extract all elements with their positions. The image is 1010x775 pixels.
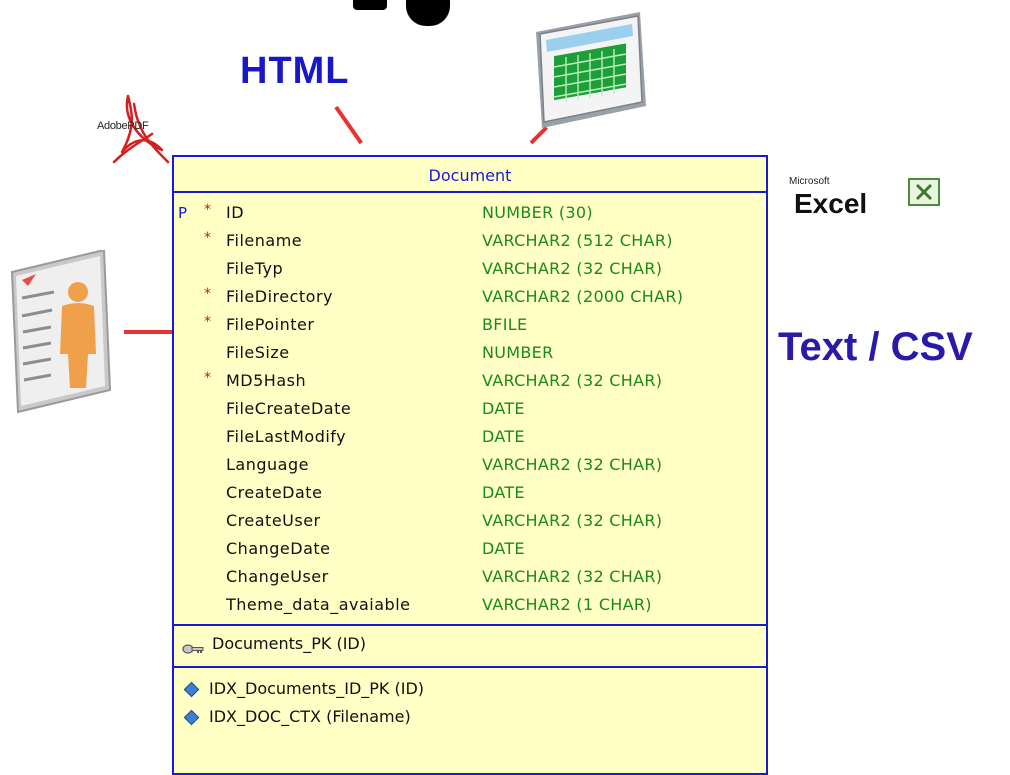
required-marker: * xyxy=(204,314,211,330)
column-row[interactable]: ChangeDate DATE xyxy=(174,535,766,563)
column-row[interactable]: Theme_data_avaiable VARCHAR2 (1 CHAR) xyxy=(174,591,766,619)
required-marker: * xyxy=(204,370,211,386)
column-type: VARCHAR2 (32 CHAR) xyxy=(482,567,663,586)
text-csv-label: Text / CSV xyxy=(778,325,973,369)
column-name: FileSize xyxy=(226,343,290,362)
connector-html xyxy=(334,105,363,145)
column-row[interactable]: Language VARCHAR2 (32 CHAR) xyxy=(174,451,766,479)
column-row[interactable]: * MD5Hash VARCHAR2 (32 CHAR) xyxy=(174,367,766,395)
document-file-icon xyxy=(6,248,116,415)
column-name: MD5Hash xyxy=(226,371,307,390)
column-name: CreateDate xyxy=(226,483,323,502)
cropped-heading-fragment xyxy=(406,0,450,26)
required-marker: * xyxy=(204,286,211,302)
column-type: DATE xyxy=(482,399,525,418)
entity-title: Document xyxy=(174,157,766,193)
column-row[interactable]: FileLastModify DATE xyxy=(174,423,766,451)
column-type: VARCHAR2 (32 CHAR) xyxy=(482,371,663,390)
column-name: FileCreateDate xyxy=(226,399,352,418)
column-type: NUMBER (30) xyxy=(482,203,593,222)
connector-document xyxy=(124,330,172,334)
column-type: VARCHAR2 (2000 CHAR) xyxy=(482,287,684,306)
document-entity[interactable]: Document P * ID NUMBER (30) * Filename V… xyxy=(172,155,768,775)
column-name: FileDirectory xyxy=(226,287,334,306)
excel-logo: Microsoft Excel xyxy=(786,172,966,232)
column-name: FilePointer xyxy=(226,315,315,334)
column-type: NUMBER xyxy=(482,343,554,362)
column-type: VARCHAR2 (32 CHAR) xyxy=(482,259,663,278)
column-row[interactable]: CreateUser VARCHAR2 (32 CHAR) xyxy=(174,507,766,535)
html-label: HTML xyxy=(240,50,350,92)
column-row[interactable]: * FileDirectory VARCHAR2 (2000 CHAR) xyxy=(174,283,766,311)
index-section: IDX_Documents_ID_PK (ID) IDX_DOC_CTX (Fi… xyxy=(174,675,766,731)
column-row[interactable]: P * ID NUMBER (30) xyxy=(174,199,766,227)
index-label: IDX_DOC_CTX (Filename) xyxy=(209,707,411,726)
adobe-pdf-label: AdobePDF xyxy=(97,120,149,132)
key-icon xyxy=(182,639,204,654)
column-name: Filename xyxy=(226,231,303,250)
column-name: ChangeDate xyxy=(226,539,331,558)
column-type: VARCHAR2 (1 CHAR) xyxy=(482,595,652,614)
column-row[interactable]: CreateDate DATE xyxy=(174,479,766,507)
cropped-heading-fragment xyxy=(353,0,387,10)
index-row[interactable]: IDX_Documents_ID_PK (ID) xyxy=(174,675,766,703)
index-row[interactable]: IDX_DOC_CTX (Filename) xyxy=(174,703,766,731)
column-row[interactable]: FileTyp VARCHAR2 (32 CHAR) xyxy=(174,255,766,283)
required-marker: * xyxy=(204,230,211,246)
entity-columns: P * ID NUMBER (30) * Filename VARCHAR2 (… xyxy=(174,199,766,619)
column-name: ID xyxy=(226,203,245,222)
column-name: Theme_data_avaiable xyxy=(226,595,411,614)
spreadsheet-icon xyxy=(532,10,650,130)
column-row[interactable]: * FilePointer BFILE xyxy=(174,311,766,339)
primary-key-row[interactable]: Documents_PK (ID) xyxy=(182,633,366,655)
required-marker: * xyxy=(204,202,211,218)
column-type: VARCHAR2 (32 CHAR) xyxy=(482,455,663,474)
column-name: CreateUser xyxy=(226,511,321,530)
primary-key-label: Documents_PK (ID) xyxy=(212,634,366,653)
column-name: Language xyxy=(226,455,309,474)
column-type: VARCHAR2 (32 CHAR) xyxy=(482,511,663,530)
excel-logo-vendor: Microsoft xyxy=(789,176,830,187)
primary-key-section: Documents_PK (ID) xyxy=(174,624,766,668)
excel-logo-wordmark: Excel xyxy=(794,188,868,219)
column-type: DATE xyxy=(482,539,525,558)
adobe-pdf-icon: AdobePDF xyxy=(92,92,182,172)
column-type: DATE xyxy=(482,427,525,446)
index-label: IDX_Documents_ID_PK (ID) xyxy=(209,679,425,698)
column-type: VARCHAR2 (512 CHAR) xyxy=(482,231,673,250)
column-name: FileLastModify xyxy=(226,427,347,446)
index-diamond-icon xyxy=(183,681,200,698)
column-type: DATE xyxy=(482,483,525,502)
column-row[interactable]: * Filename VARCHAR2 (512 CHAR) xyxy=(174,227,766,255)
column-row[interactable]: ChangeUser VARCHAR2 (32 CHAR) xyxy=(174,563,766,591)
primary-key-marker: P xyxy=(178,204,188,222)
column-type: BFILE xyxy=(482,315,528,334)
column-row[interactable]: FileCreateDate DATE xyxy=(174,395,766,423)
column-row[interactable]: FileSize NUMBER xyxy=(174,339,766,367)
index-diamond-icon xyxy=(183,709,200,726)
column-name: ChangeUser xyxy=(226,567,329,586)
excel-x-icon xyxy=(908,178,940,206)
column-name: FileTyp xyxy=(226,259,284,278)
